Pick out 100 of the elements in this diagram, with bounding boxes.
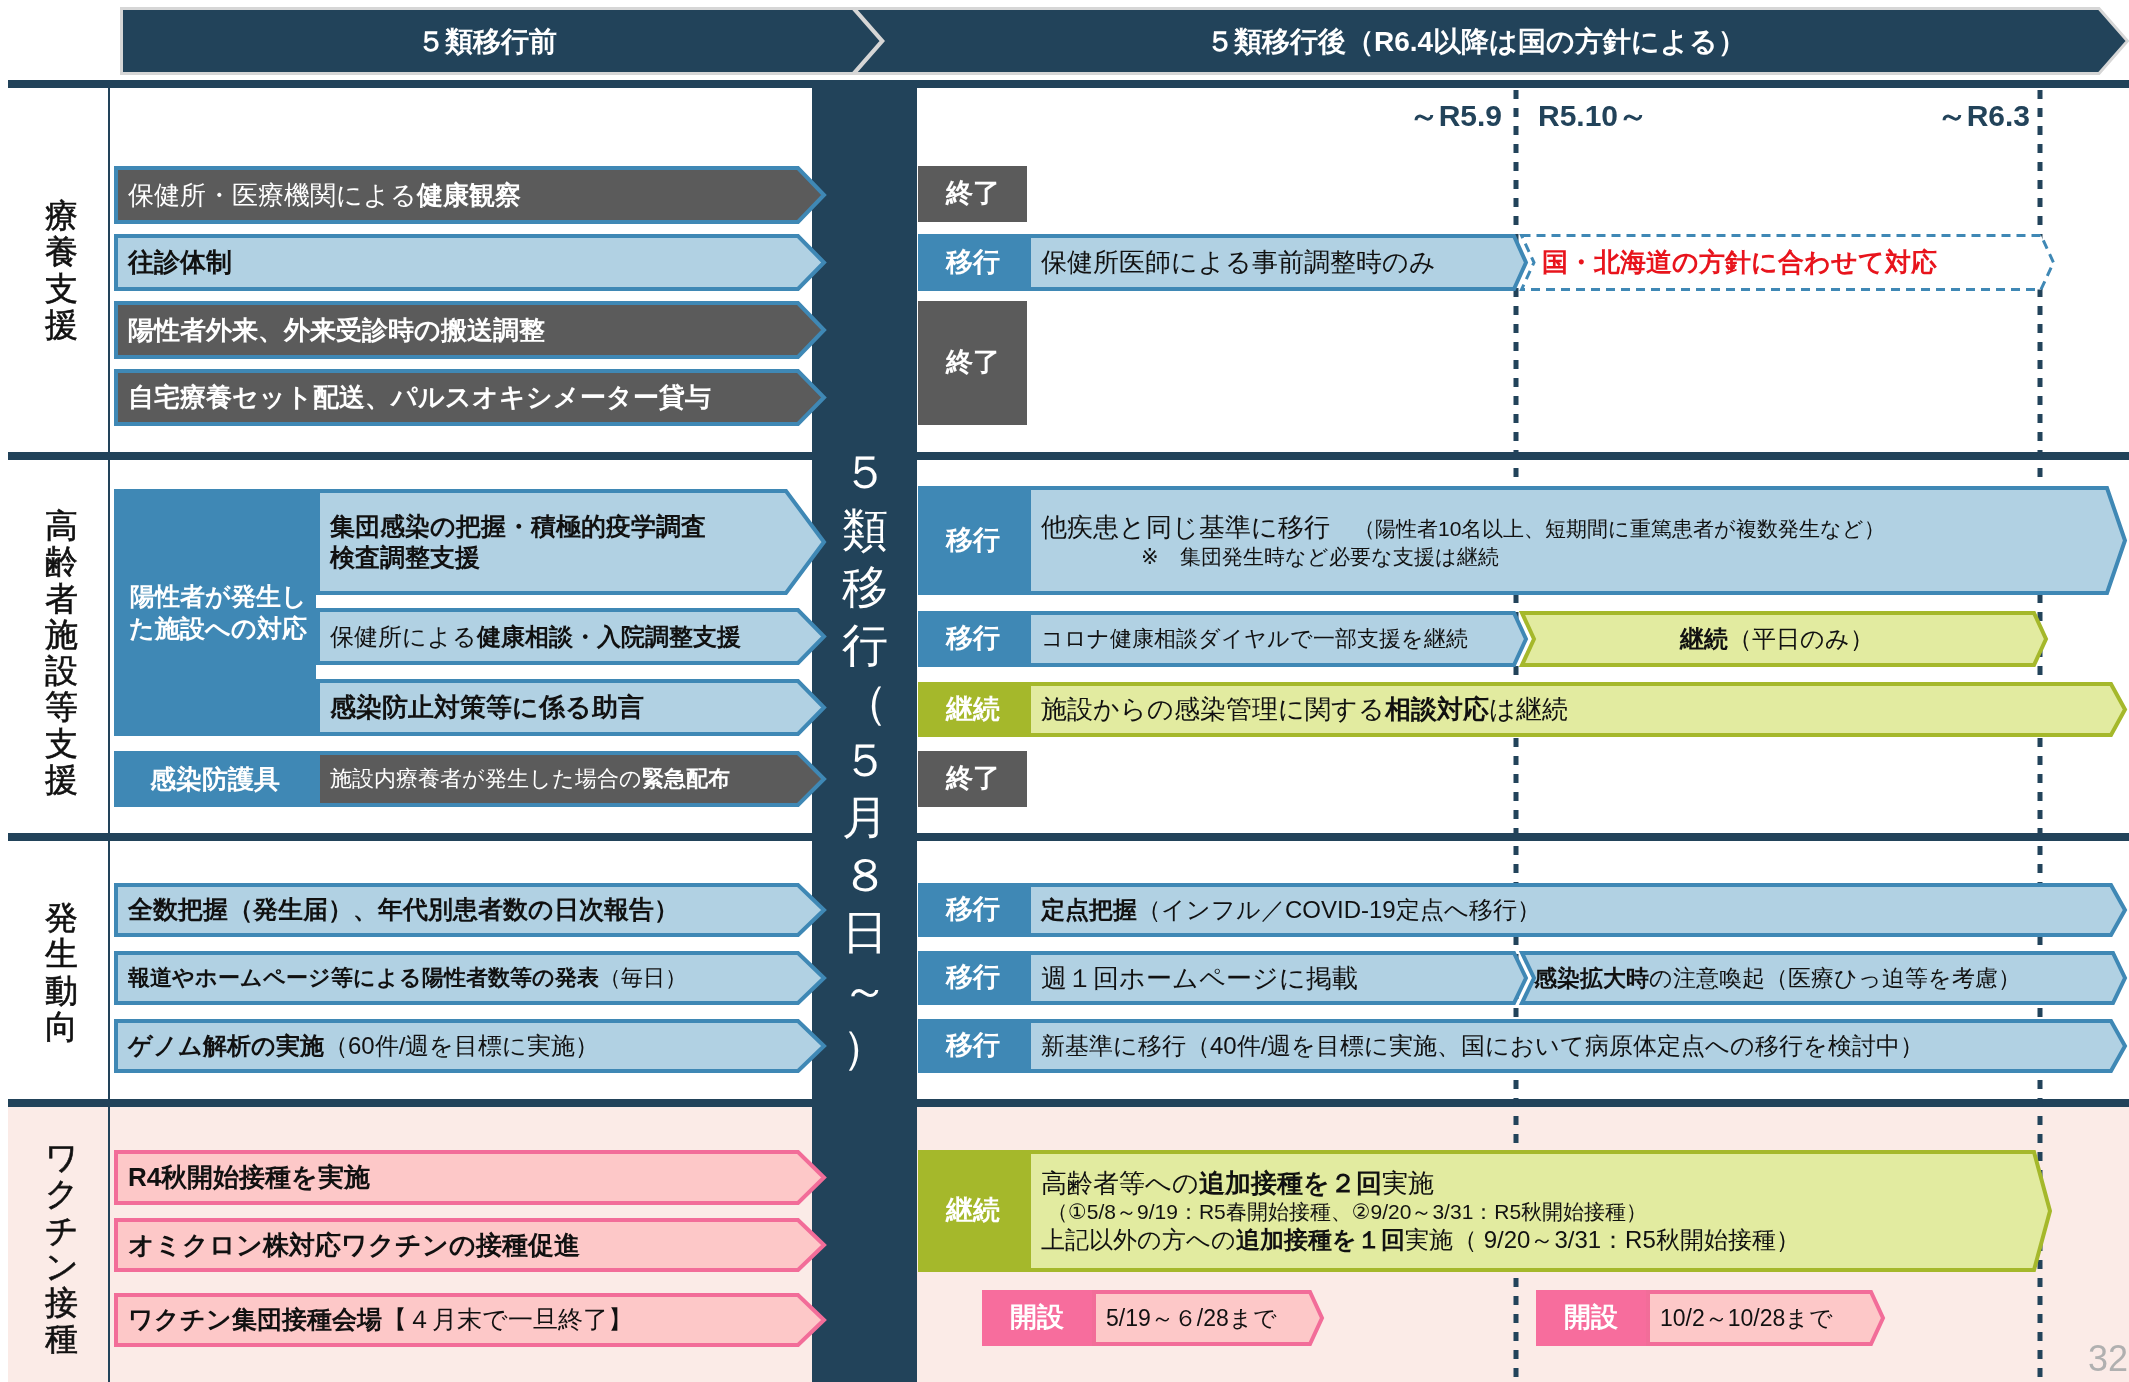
task-band [1520,951,2127,1005]
task-text: オミクロン株対応ワクチンの接種促進 [128,1228,580,1262]
status-tag [1536,1290,1646,1346]
section-heading: ワクチン接種 [44,1140,78,1358]
task-text: 往診体制 [128,246,232,279]
status-tag [918,682,1027,737]
task-text: 週１回ホームページに掲載 [1041,961,1358,995]
section-heading: 発生動向 [44,900,78,1046]
task-band [114,951,826,1005]
task-band [316,489,826,595]
header-band [120,7,883,75]
status-tag [918,486,1027,595]
task-text: ゲノム解析の実施（60件/週を目標に実施） [128,1031,600,1061]
task-band [1520,234,2055,291]
task-band [1027,1150,2052,1272]
task-band [1027,682,2127,737]
task-band [1027,883,2127,937]
group-box [114,489,316,736]
task-text: 継続（平日のみ） [1680,624,1874,654]
status-text: 移行 [945,245,1000,279]
status-text: 継続 [945,692,1000,726]
task-text: 定点把握（インフル／COVID-19定点へ移行） [1041,895,1541,925]
group-text: 陽性者が発生した施設への対応 [128,581,308,644]
task-text: 保健所医師による事前調整時のみ [1041,246,1436,279]
status-tag [918,166,1027,222]
task-text: 陽性者外来、外来受診時の搬送調整 [128,313,545,347]
task-text: 保健所による健康相談・入院調整支援 [330,621,741,652]
status-tag [918,234,1027,291]
transition-text: ５類移行（５月８日～） [841,445,888,1075]
page-number: 32 [2088,1338,2129,1380]
status-text: 移行 [945,622,1000,656]
task-text: 上記以外の方への追加接種を１回実施（ 9/20～3/31：R5秋開始接種） [1041,1225,1800,1256]
task-text: 検査調整支援 [330,542,480,573]
task-band [114,1218,826,1272]
status-tag [918,1150,1027,1272]
task-text: （①5/8～9/19：R5春開始接種、②9/20～3/31：R5秋開始接種） [1047,1199,1648,1226]
status-tag [918,883,1027,937]
group-text: 感染防護具 [150,762,280,796]
status-text: 移行 [945,523,1000,557]
task-text: （陽性者10名以上、短期間に重篤患者が複数発生など） [1354,516,1886,543]
status-text: 移行 [945,961,1000,995]
status-text: 終了 [945,177,1000,211]
task-band [1646,1290,1885,1346]
task-band [1027,951,1528,1005]
task-text: 全数把握（発生届）、年代別患者数の日次報告） [128,894,679,926]
status-tag [918,951,1027,1005]
task-text: 感染拡大時の注意喚起（医療ひっ迫等を考慮） [1534,963,2021,993]
task-band [1520,611,2048,667]
status-tag [918,301,1027,425]
section-heading: 高齢者施設等支援 [44,508,78,799]
task-band [316,679,826,736]
task-text: 国・北海道の方針に合わせて対応 [1542,246,1937,279]
task-band [114,234,826,291]
task-text: 施設内療養者が発生した場合の緊急配布 [330,765,730,793]
task-text: ワクチン集団接種会場【４月末で一旦終了】 [128,1304,633,1336]
task-text: 5/19～６/28まで [1106,1303,1277,1333]
task-text: 10/2～10/28まで [1660,1303,1834,1333]
status-tag [918,1019,1027,1073]
task-band [1027,611,1528,667]
task-band [114,166,826,224]
task-band [114,369,826,426]
status-text: 終了 [945,346,1000,380]
status-tag [918,751,1027,807]
period-label: ～R5.9 [1408,98,1502,134]
status-tag [918,611,1027,667]
status-text: 開設 [1010,1301,1064,1335]
task-text: 他疾患と同じ基準に移行 [1041,511,1330,544]
task-band [114,301,826,359]
task-band [1092,1290,1324,1346]
task-text: 保健所・医療機関による健康観察 [128,178,521,212]
status-text: 開設 [1564,1301,1618,1335]
group-box [114,751,316,807]
status-text: 移行 [945,1029,1000,1063]
task-text: 感染防止対策等に係る助言 [330,691,644,724]
period-label: R5.10～ [1538,98,1649,134]
task-band [114,1293,826,1347]
task-text: 報道やホームページ等による陽性者数等の発表（毎日） [128,964,687,992]
header-text: ５類移行後（R6.4以降は国の方針による） [1205,24,1747,59]
task-text: 自宅療養セット配送、パルスオキシメーター貸与 [128,381,711,414]
task-text: ※ 集団発生時など必要な支援は継続 [1141,543,1499,570]
task-band [316,751,826,807]
period-label: ～R6.3 [1936,98,2030,134]
task-text: 高齢者等への追加接種を２回実施 [1041,1166,1434,1200]
task-text: 施設からの感染管理に関する相談対応は継続 [1041,693,1568,726]
header-band [853,7,2129,75]
status-text: 移行 [945,893,1000,927]
task-band [114,1150,826,1205]
task-text: 集団感染の把握・積極的疫学調査 [330,510,706,542]
section-heading: 療養支援 [44,198,78,344]
task-text: 新基準に移行（40件/週を目標に実施、国において病原体定点への移行を検討中） [1041,1031,1925,1061]
task-band [1027,1019,2127,1073]
task-band [1027,234,1528,291]
header-text: ５類移行前 [416,24,557,59]
status-tag [982,1290,1092,1346]
status-text: 継続 [945,1194,1000,1228]
task-text: R4秋開始接種を実施 [128,1161,371,1194]
task-band [114,883,826,937]
task-band [114,1019,826,1073]
task-band [1027,486,2127,595]
task-band [316,608,826,665]
